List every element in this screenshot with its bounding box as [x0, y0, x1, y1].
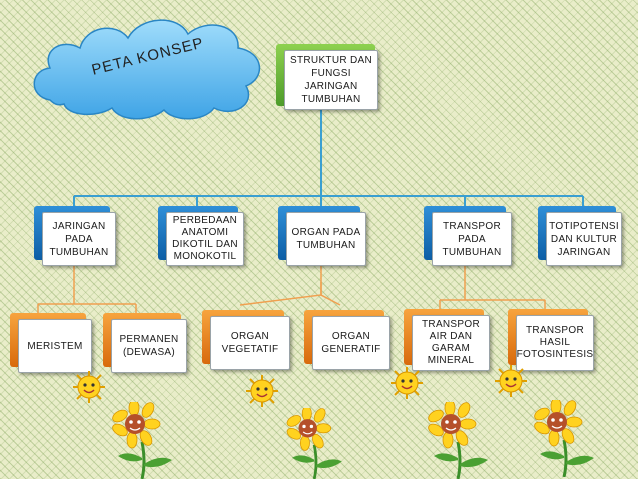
node-label: JARINGAN PADA TUMBUHAN: [42, 212, 116, 266]
node-label: TRANSPOR AIR DAN GARAM MINERAL: [412, 315, 490, 371]
node-organ-generatif: ORGAN GENERATIF: [304, 310, 390, 370]
sun-face-icon: [391, 367, 423, 399]
sunflower-icon: [286, 408, 342, 479]
sun-face-icon: [73, 371, 105, 403]
orange-connectors: [37, 266, 546, 315]
sun-face-icon: [246, 375, 278, 407]
node-label: ORGAN PADA TUMBUHAN: [286, 212, 366, 266]
node-organ-vegetatif: ORGAN VEGETATIF: [202, 310, 290, 370]
sun-face-icon: [495, 365, 527, 397]
node-label: PERMANEN (DEWASA): [111, 319, 187, 373]
node-label: TRANSPOR PADA TUMBUHAN: [432, 212, 512, 266]
node-label: ORGAN GENERATIF: [312, 316, 390, 370]
node-label: PERBEDAAN ANATOMI DIKOTIL DAN MONOKOTIL: [166, 212, 244, 266]
node-transpor-air: TRANSPOR AIR DAN GARAM MINERAL: [404, 309, 490, 371]
node-transpor-hasil: TRANSPOR HASIL FOTOSINTESIS: [508, 309, 594, 371]
node-totipotensi: TOTIPOTENSI DAN KULTUR JARINGAN: [538, 206, 622, 266]
blue-connectors: [73, 108, 584, 212]
node-meristem: MERISTEM: [10, 313, 92, 373]
root-label: STRUKTUR DAN FUNGSI JARINGAN TUMBUHAN: [284, 50, 378, 110]
node-label: TOTIPOTENSI DAN KULTUR JARINGAN: [546, 212, 622, 266]
cloud-shape: [33, 19, 261, 120]
node-organ-pada-tumbuhan: ORGAN PADA TUMBUHAN: [278, 206, 366, 266]
node-transpor-pada-tumbuhan: TRANSPOR PADA TUMBUHAN: [424, 206, 512, 266]
sunflower-icon: [428, 402, 488, 479]
node-label: ORGAN VEGETATIF: [210, 316, 290, 370]
node-permanen: PERMANEN (DEWASA): [103, 313, 187, 373]
sunflower-icon: [112, 402, 172, 479]
node-perbedaan-anatomi: PERBEDAAN ANATOMI DIKOTIL DAN MONOKOTIL: [158, 206, 244, 266]
node-label: MERISTEM: [18, 319, 92, 373]
node-label: TRANSPOR HASIL FOTOSINTESIS: [516, 315, 594, 371]
node-jaringan-pada-tumbuhan: JARINGAN PADA TUMBUHAN: [34, 206, 116, 266]
sunflower-icon: [534, 400, 594, 477]
root-node: STRUKTUR DAN FUNGSI JARINGAN TUMBUHAN: [276, 44, 380, 112]
